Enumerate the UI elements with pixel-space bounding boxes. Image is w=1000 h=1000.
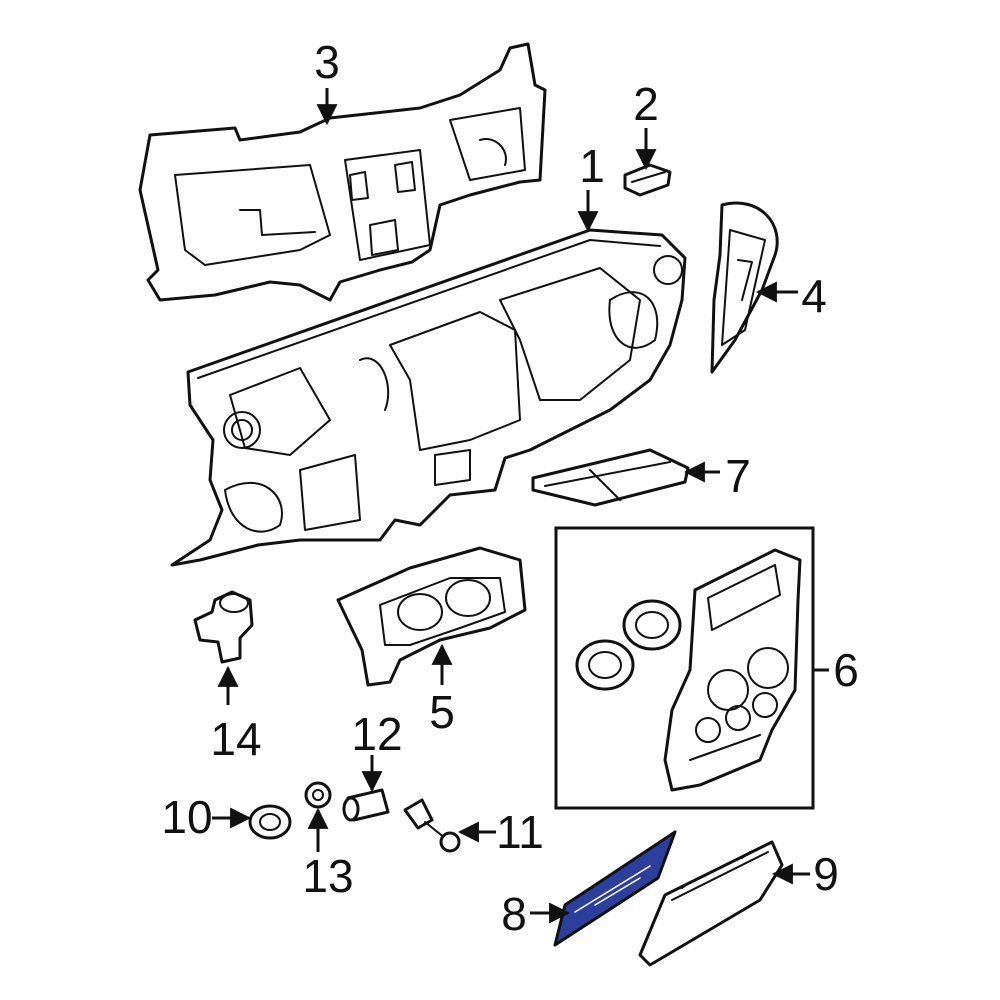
callout-5: 5 — [429, 686, 455, 738]
callout-9: 9 — [813, 848, 839, 900]
part-6-vent-right[interactable] — [622, 599, 682, 651]
callout-2: 2 — [633, 78, 659, 130]
callout-8: 8 — [501, 888, 527, 940]
callout-3: 3 — [314, 36, 340, 88]
part-4-end-cap[interactable] — [710, 201, 779, 374]
leader-lines — [212, 88, 829, 924]
callout-10: 10 — [161, 791, 212, 843]
callout-11: 11 — [496, 806, 544, 858]
part-8-trim-panel[interactable] — [553, 830, 677, 947]
part-5-cluster-bezel[interactable] — [336, 546, 527, 687]
callout-13: 13 — [302, 850, 353, 902]
part-11-lighter[interactable] — [403, 798, 461, 853]
part-14-switch[interactable] — [193, 590, 254, 664]
callout-14: 14 — [210, 713, 261, 765]
part-10-knob[interactable] — [248, 804, 292, 840]
part-12-socket[interactable] — [342, 788, 390, 822]
callout-12: 12 — [351, 708, 402, 760]
callout-4: 4 — [801, 270, 827, 322]
part-6-vent-left[interactable] — [575, 639, 635, 691]
part-9-door[interactable] — [638, 840, 784, 967]
part-6-group-box — [554, 526, 815, 810]
callout-1: 1 — [579, 140, 605, 192]
callout-6: 6 — [833, 644, 859, 696]
part-3-dash-frame[interactable] — [138, 42, 547, 302]
part-1-instrument-panel[interactable] — [170, 228, 687, 567]
callout-7: 7 — [725, 450, 751, 502]
part-7-cover-panel[interactable] — [531, 448, 690, 507]
part-2-clip[interactable] — [623, 163, 672, 197]
part-13-grommet[interactable] — [304, 781, 332, 809]
part-6-center-bezel[interactable] — [663, 548, 802, 792]
